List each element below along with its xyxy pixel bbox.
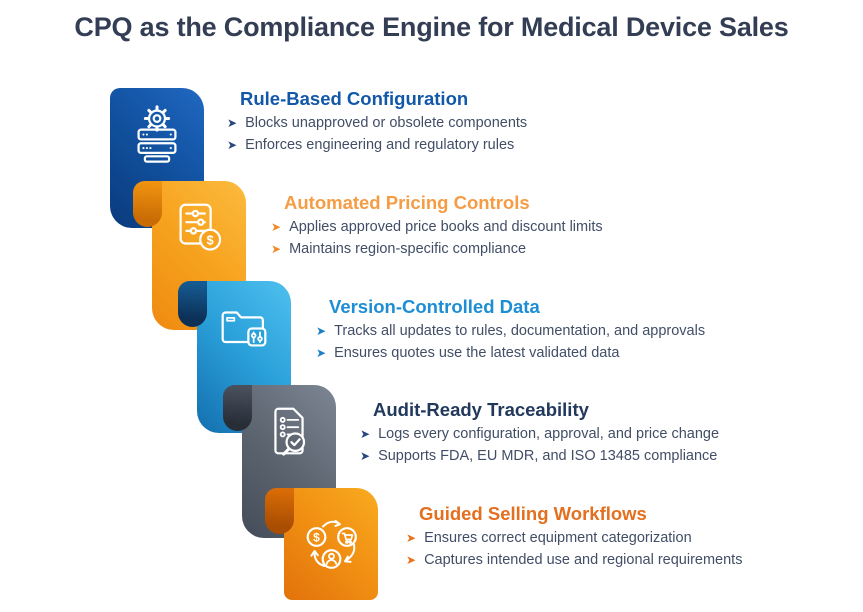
bullet-text: Blocks unapproved or obsolete components xyxy=(245,115,528,131)
bullet-arrow-icon: ➤ xyxy=(360,427,371,441)
ribbon-curl xyxy=(265,488,294,534)
section-guided-selling-workflows: Guided Selling Workflows ➤ Ensures corre… xyxy=(406,503,742,571)
bullet-item: ➤ Maintains region-specific compliance xyxy=(271,239,603,261)
bullet-text: Enforces engineering and regulatory rule… xyxy=(245,136,515,153)
bullet-item: ➤ Enforces engineering and regulatory ru… xyxy=(227,135,527,157)
bullet-text: Captures intended use and regional requi… xyxy=(424,551,743,568)
audit-document-icon xyxy=(258,401,320,463)
bullet-text: Tracks all updates to rules, documentati… xyxy=(334,323,706,339)
bullet-item: ➤ Supports FDA, EU MDR, and ISO 13485 co… xyxy=(360,446,719,468)
bullet-arrow-icon: ➤ xyxy=(406,531,417,545)
bullet-text: Supports FDA, EU MDR, and ISO 13485 comp… xyxy=(378,447,718,464)
bullet-item: ➤ Blocks unapproved or obsolete componen… xyxy=(227,113,527,135)
bullet-text: Maintains region-specific compliance xyxy=(289,240,527,257)
bullet-item: ➤ Applies approved price books and disco… xyxy=(271,217,603,239)
bullet-item: ➤ Logs every configuration, approval, an… xyxy=(360,424,719,446)
gear-server-icon xyxy=(126,104,188,166)
bullet-arrow-icon: ➤ xyxy=(271,241,282,256)
section-heading: Automated Pricing Controls xyxy=(284,192,530,213)
bullet-item: ➤ Ensures quotes use the latest validate… xyxy=(316,343,705,365)
bullet-text: Ensures correct equipment categorization xyxy=(424,530,692,546)
bullet-text: Logs every configuration, approval, and … xyxy=(378,426,720,442)
section-audit-ready-traceability: Audit-Ready Traceability ➤ Logs every co… xyxy=(360,399,719,467)
bullet-arrow-icon: ➤ xyxy=(406,552,417,567)
section-heading: Version-Controlled Data xyxy=(329,296,540,317)
ribbon-guided-selling-workflows: $ xyxy=(265,488,378,600)
guided-selling-cycle-icon: $ xyxy=(297,510,365,578)
bullet-text: Ensures quotes use the latest validated … xyxy=(334,344,620,361)
ribbon-curl xyxy=(178,281,207,327)
section-heading: Guided Selling Workflows xyxy=(419,503,647,524)
bullet-arrow-icon: ➤ xyxy=(360,448,371,463)
ribbon-curl xyxy=(133,181,162,227)
bullet-item: ➤ Tracks all updates to rules, documenta… xyxy=(316,321,705,343)
bullet-item: ➤ Captures intended use and regional req… xyxy=(406,550,742,572)
svg-text:$: $ xyxy=(207,233,214,247)
pricing-sliders-icon: $ xyxy=(168,197,230,259)
section-heading: Audit-Ready Traceability xyxy=(373,399,589,420)
section-version-controlled-data: Version-Controlled Data ➤ Tracks all upd… xyxy=(316,296,705,364)
version-folder-icon xyxy=(213,297,275,359)
svg-text:$: $ xyxy=(313,530,320,544)
section-rule-based-configuration: Rule-Based Configuration ➤ Blocks unappr… xyxy=(227,88,527,156)
bullet-item: ➤ Ensures correct equipment categorizati… xyxy=(406,528,742,550)
bullet-arrow-icon: ➤ xyxy=(271,220,282,234)
page-title: CPQ as the Compliance Engine for Medical… xyxy=(74,12,789,42)
section-automated-pricing-controls: Automated Pricing Controls ➤ Applies app… xyxy=(271,192,603,260)
bullet-arrow-icon: ➤ xyxy=(227,137,238,152)
bullet-arrow-icon: ➤ xyxy=(227,116,238,130)
bullet-text: Applies approved price books and discoun… xyxy=(289,219,603,235)
ribbon-curl xyxy=(223,385,252,431)
bullet-arrow-icon: ➤ xyxy=(316,345,327,360)
bullet-arrow-icon: ➤ xyxy=(316,324,327,338)
section-heading: Rule-Based Configuration xyxy=(240,88,469,109)
